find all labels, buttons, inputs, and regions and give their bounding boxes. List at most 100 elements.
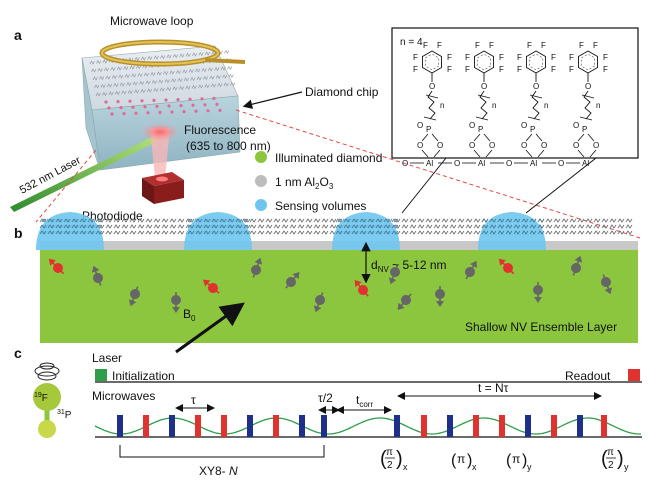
surface-molecule (391, 218, 399, 223)
nv-spin (435, 286, 445, 307)
surface-molecule (63, 230, 71, 235)
surface-molecule (145, 218, 153, 223)
nv-spin (91, 265, 103, 286)
chem-pointer-right (525, 157, 597, 214)
surface-molecule (351, 224, 359, 229)
sensing-volume (478, 212, 546, 250)
surface-molecule (335, 224, 343, 229)
chip-molecule (153, 87, 159, 93)
chem-phosphorus: P (426, 125, 431, 134)
surface-molecule (505, 224, 513, 229)
chip-molecule (203, 75, 209, 81)
chip-molecule (99, 75, 105, 81)
chip-molecule (145, 80, 151, 85)
chip-molecule (175, 69, 181, 75)
surface-molecule (47, 230, 55, 235)
chem-phosphorus: P (530, 125, 535, 134)
x-pulse (525, 415, 531, 437)
surface-molecule (609, 218, 617, 223)
surface-molecule (457, 218, 465, 223)
chip-molecule (198, 84, 204, 89)
surface-molecule (187, 218, 195, 223)
surface-molecule (383, 218, 391, 223)
y-pulse (499, 415, 505, 437)
readout-pulse (628, 369, 640, 381)
chip-molecule (185, 52, 191, 58)
surface-molecule (235, 218, 243, 223)
chem-fluorine: F (603, 53, 608, 62)
chem-oxygen: O (593, 141, 599, 150)
surface-molecule (465, 218, 473, 223)
chip-nv-center (122, 112, 126, 116)
chip-molecule (94, 84, 100, 89)
surface-molecule (169, 224, 177, 229)
chem-oxygen: O (506, 159, 512, 168)
chip-molecule (224, 49, 230, 55)
surface-molecule (497, 230, 505, 235)
surface-molecule (335, 218, 343, 223)
chem-oxygen: O (533, 82, 539, 91)
surface-molecule (417, 218, 425, 223)
surface-molecule (55, 230, 63, 235)
surface-molecule (63, 218, 71, 223)
chip-molecule (159, 87, 165, 92)
pulse-label: (π2)y (601, 447, 629, 472)
chip-nv-center (218, 108, 222, 112)
surface-molecule (529, 224, 537, 229)
surface-molecule (39, 230, 47, 235)
chip-nv-center (158, 110, 162, 114)
chip-molecule (105, 75, 111, 80)
nv-spin (571, 255, 583, 276)
surface-molecule (441, 224, 449, 229)
chem-oxygen: O (489, 141, 495, 150)
surface-molecule (367, 218, 375, 223)
chem-oxygen: O (417, 121, 423, 130)
chip-molecule (150, 71, 156, 77)
surface-molecule (71, 230, 79, 235)
chem-fluorine: F (517, 53, 522, 62)
chip-molecule (223, 82, 229, 87)
nv-spin (128, 286, 140, 307)
chip-molecule (142, 64, 148, 69)
chip-molecule (116, 66, 122, 71)
surface-molecule (585, 218, 593, 223)
paren-open: ( (380, 448, 387, 470)
fluorine-label: 19F (34, 392, 48, 404)
surface-molecule (593, 230, 601, 235)
pulse-axis: x (403, 462, 408, 472)
nv-spin (354, 280, 369, 297)
pulse-angle: π (386, 447, 393, 458)
surface-molecule (425, 218, 433, 223)
surface-molecule (177, 218, 185, 223)
microwave-loop (99, 39, 246, 67)
surface-molecule (577, 224, 585, 229)
chip-nv-center (152, 98, 156, 102)
surface-molecule (187, 230, 195, 235)
chip-molecule (95, 92, 101, 97)
legend: Illuminated diamond 1 nm Al2O3 Sensing v… (255, 151, 382, 213)
surface-molecule (601, 224, 609, 229)
chip-molecule (131, 73, 137, 78)
chip-molecule (163, 70, 169, 76)
surface-molecule (329, 224, 337, 229)
nv-spin (498, 258, 515, 275)
microwaves-row-title: Microwaves (92, 389, 155, 403)
pulse-angle: π (512, 452, 520, 466)
surface-molecule (391, 230, 399, 235)
paren-close: ) (617, 448, 624, 470)
legend-swatch-alumina (255, 175, 267, 187)
chem-fluorine: F (551, 53, 556, 62)
surface-molecule (121, 230, 129, 235)
surface-molecule (617, 218, 625, 223)
surface-molecule (343, 230, 351, 235)
chip-molecule (97, 67, 103, 73)
surface-molecule (569, 224, 577, 229)
chip-molecule (140, 88, 146, 94)
chip-molecule (132, 81, 138, 86)
chip-molecule (139, 80, 145, 86)
chem-oxygen: O (521, 121, 527, 130)
shallow-nv-layer-label: Shallow NV Ensemble Layer (465, 320, 617, 334)
chip-molecule (128, 57, 134, 62)
chem-fluorine: F (489, 41, 494, 50)
